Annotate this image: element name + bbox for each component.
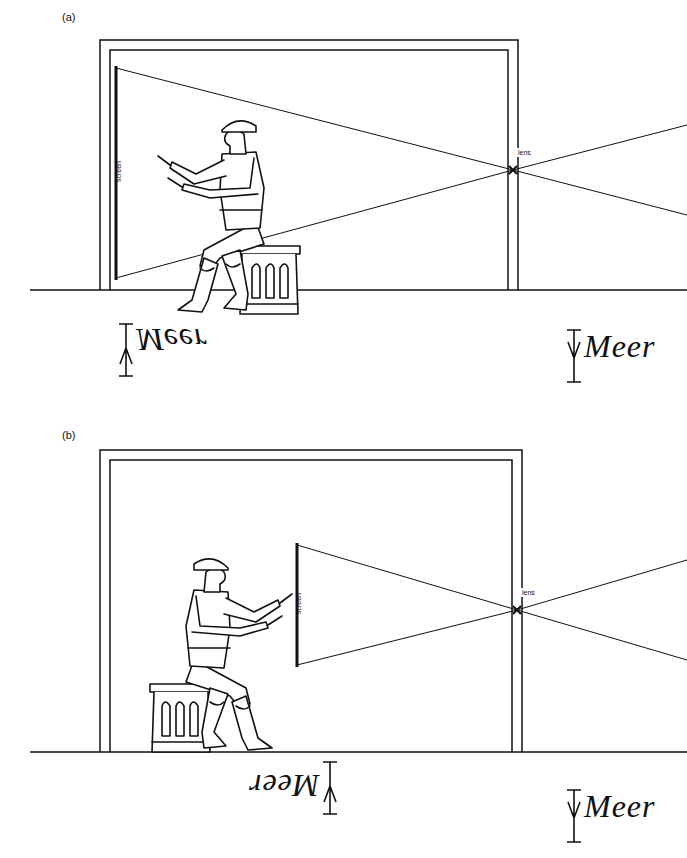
seated-figure (158, 121, 300, 314)
pinhole (513, 606, 521, 614)
screen-label: screen (295, 593, 302, 614)
ground-line (30, 751, 687, 753)
ground-line (30, 289, 687, 291)
monogram (567, 790, 581, 842)
signature: Meer (584, 330, 656, 362)
light-ray (297, 545, 687, 665)
room-wall (100, 450, 522, 752)
signature: Meer (584, 790, 656, 822)
signature: Meer (248, 770, 320, 802)
monogram (323, 762, 337, 814)
pinhole (509, 166, 517, 174)
panel-letter: (b) (62, 430, 75, 441)
signature: Meer (136, 324, 208, 356)
monogram (119, 324, 133, 376)
room-wall (100, 40, 518, 290)
pinhole-label: lens (517, 148, 532, 157)
monogram (567, 330, 581, 382)
seated-figure (150, 559, 292, 752)
pinhole-label: lens (521, 588, 536, 597)
panel-letter: (a) (62, 12, 75, 23)
screen-label: screen (115, 161, 122, 182)
